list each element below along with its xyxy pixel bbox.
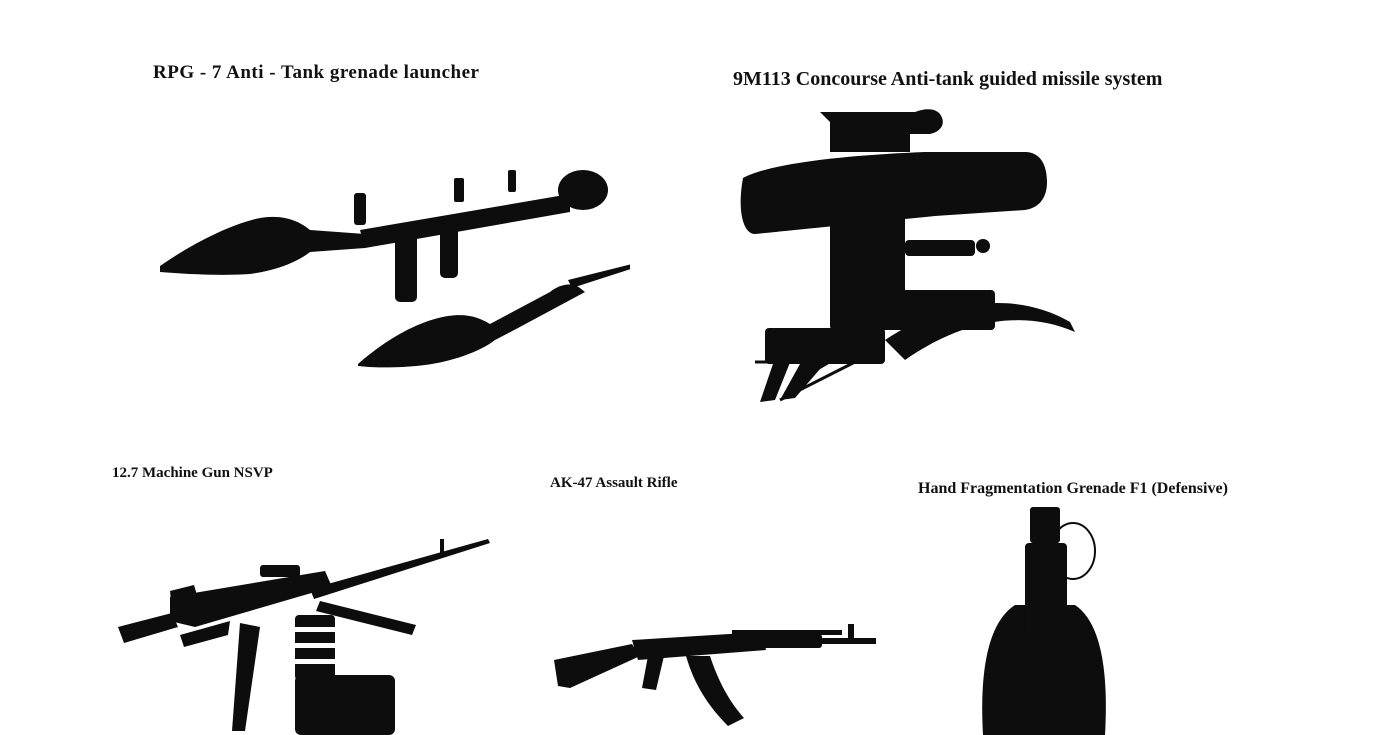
hand-grenade-image [982, 507, 1106, 735]
rpg-7-launcher-image [160, 170, 630, 368]
heavy-machine-gun-image [118, 539, 490, 735]
rpg-caption: RPG - 7 Anti - Tank grenade launcher [153, 62, 480, 83]
atgm-launcher-image [740, 109, 1075, 402]
assault-rifle-caption: AK-47 Assault Rifle [550, 475, 678, 491]
grenade-caption: Hand Fragmentation Grenade F1 (Defensive… [918, 480, 1228, 497]
machine-gun-caption: 12.7 Machine Gun NSVP [112, 465, 273, 481]
atgm-caption: 9M113 Concourse Anti-tank guided missile… [733, 68, 1163, 90]
assault-rifle-image [554, 624, 876, 726]
